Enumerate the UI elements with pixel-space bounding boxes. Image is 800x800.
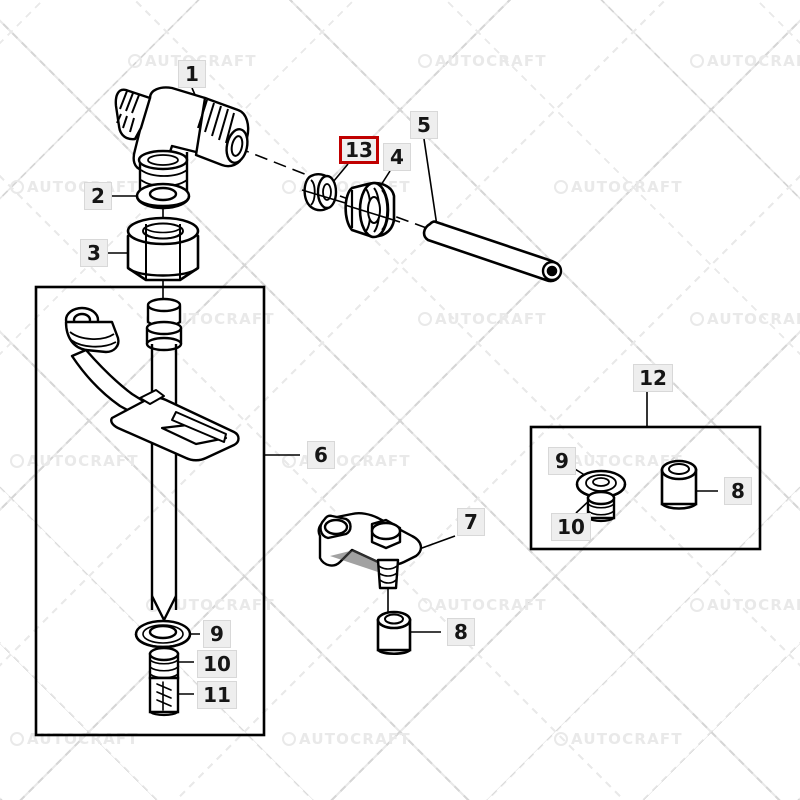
callout-label-washer[interactable]: 2	[84, 182, 112, 210]
callout-label-bush-insert[interactable]: 10	[551, 513, 591, 541]
part-bushing-8	[376, 610, 412, 656]
part-selector-lever-7	[317, 512, 423, 616]
part-coupling-nut-4	[344, 181, 396, 239]
callout-label-rod-tube[interactable]: 5	[410, 111, 438, 139]
part-washer-2	[135, 182, 191, 210]
part-split-pin-11	[148, 676, 180, 717]
callout-label-assembly-box-6[interactable]: 6	[307, 441, 335, 469]
callout-label-selector-lever[interactable]: 7	[457, 508, 485, 536]
part-hex-nut-3	[126, 216, 200, 282]
callout-label-hex-nut[interactable]: 3	[80, 239, 108, 267]
group-box-12	[529, 425, 762, 551]
callout-label-elbow-fitting[interactable]: 1	[178, 60, 206, 88]
callout-label-bushing[interactable]: 8	[447, 618, 475, 646]
part-bush-insert-10b	[586, 490, 616, 523]
part-column-assembly-6	[64, 297, 240, 622]
part-bush-insert-10	[148, 646, 180, 680]
callout-label-washer-small[interactable]: 9	[203, 620, 231, 648]
callout-label-coupling-nut[interactable]: 4	[383, 143, 411, 171]
callout-label-split-pin[interactable]: 11	[197, 681, 237, 709]
callout-label-kit-box-12[interactable]: 12	[633, 364, 673, 392]
part-rod-tube-5	[422, 220, 563, 283]
part-bushing-8b	[660, 459, 698, 510]
part-elbow-fitting	[114, 86, 250, 210]
leader-lines	[108, 87, 718, 695]
callout-label-seal-ring[interactable]: 13	[339, 136, 379, 164]
part-washer-small-9	[134, 619, 192, 649]
callout-label-bush-insert[interactable]: 10	[197, 650, 237, 678]
callout-label-washer-small[interactable]: 9	[548, 447, 576, 475]
group-box-6	[34, 285, 266, 737]
callout-label-bushing[interactable]: 8	[724, 477, 752, 505]
